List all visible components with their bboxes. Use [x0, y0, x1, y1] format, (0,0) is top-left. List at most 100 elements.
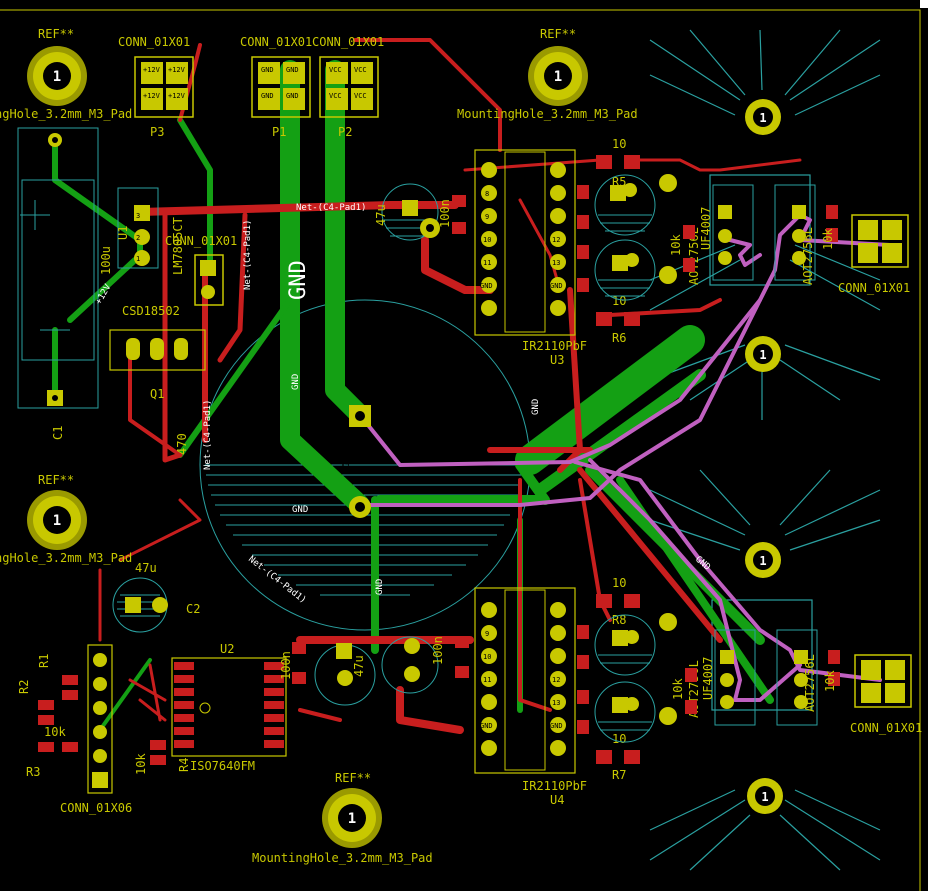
- mounting-hole-ref: REF**: [540, 27, 576, 41]
- mosfet-top-right[interactable]: AOT2756L 10k: [774, 184, 838, 285]
- resistor-r7[interactable]: 10 R7: [596, 732, 640, 782]
- capacitor-c2[interactable]: 47u C2: [112, 561, 200, 633]
- u1-value: LM7805CT: [171, 217, 185, 275]
- svg-text:100n: 100n: [438, 199, 452, 228]
- capacitor-47u-bottom[interactable]: 47u: [314, 643, 376, 706]
- net-label-c4-vertical: Net-(C4-Pad1): [243, 220, 253, 290]
- svg-text:VCC: VCC: [354, 92, 367, 100]
- label-470: 470: [175, 433, 189, 455]
- svg-text:R1: R1: [37, 654, 51, 668]
- resistor-r5[interactable]: 10 R5: [596, 137, 640, 189]
- net-label-gnd: GND: [531, 399, 541, 415]
- svg-text:10: 10: [612, 294, 626, 308]
- svg-text:3: 3: [136, 212, 140, 220]
- svg-text:UF4007: UF4007: [699, 207, 713, 250]
- svg-text:R4: R4: [177, 758, 191, 772]
- svg-text:12: 12: [552, 676, 560, 684]
- svg-text:10k: 10k: [134, 753, 148, 775]
- svg-text:9: 9: [485, 213, 489, 221]
- ic-u2[interactable]: U2 ISO7640FM: [171, 642, 287, 773]
- q1-ref: Q1: [150, 387, 164, 401]
- svg-text:12: 12: [552, 236, 560, 244]
- mounting-hole-ref: REF**: [38, 473, 74, 487]
- heatsink-hole-4[interactable]: 1: [747, 778, 783, 814]
- connector-p1[interactable]: GND GND GND GND CONN_01X01 P1: [240, 35, 312, 139]
- connector-01x06[interactable]: CONN_01X06: [60, 644, 132, 815]
- svg-text:GND: GND: [286, 92, 299, 100]
- mounting-hole-ml[interactable]: 1 REF** ngHole_3.2mm_M3_Pad: [0, 473, 132, 565]
- resistor-r4[interactable]: R4 10k: [134, 740, 191, 775]
- mounting-hole-pad: 1: [53, 513, 61, 529]
- resistor-array-u3[interactable]: [577, 185, 589, 292]
- mounting-hole-bm[interactable]: 1 REF** MountingHole_3.2mm_M3_Pad: [252, 771, 433, 865]
- svg-text:1: 1: [759, 348, 766, 362]
- svg-text:AOT2756L: AOT2756L: [803, 654, 817, 712]
- svg-text:+12V: +12V: [168, 66, 186, 74]
- mosfet-bottom-right[interactable]: AOT2756L 10k: [776, 629, 840, 726]
- regulator-u1[interactable]: 3 2 1 LM7805CT U1: [116, 187, 185, 275]
- u3-value: IR2110PbF: [522, 339, 587, 353]
- q1-value: CSD18502: [122, 304, 180, 318]
- mounting-hole-tl[interactable]: 1 REF** ngHole_3.2mm_M3_Pad: [0, 27, 132, 121]
- resistor-r3[interactable]: 10k R3: [26, 725, 78, 779]
- resistor-r6[interactable]: 10 R6: [596, 294, 640, 345]
- heatsink-hole-1[interactable]: 1: [745, 99, 781, 135]
- capacitor-100n-bottom[interactable]: 100n: [381, 636, 469, 694]
- svg-text:10k: 10k: [671, 678, 685, 700]
- heatsink-hole-2[interactable]: 1: [745, 336, 781, 372]
- net-label-gnd-large: GND: [286, 260, 311, 300]
- connector-right-top[interactable]: CONN_01X01: [838, 214, 910, 295]
- heatsink-bottom: [649, 469, 881, 871]
- net-label-gnd: GND: [291, 374, 301, 390]
- resistor-r1[interactable]: R1: [37, 654, 78, 700]
- connector-ref: P1: [272, 125, 286, 139]
- capacitor-100n-top[interactable]: 100n: [420, 195, 466, 238]
- top-copper: [98, 38, 802, 734]
- mounting-hole-ref: REF**: [335, 771, 371, 785]
- diode-caps-bottom[interactable]: [594, 613, 677, 743]
- svg-text:13: 13: [552, 259, 560, 267]
- svg-text:10: 10: [483, 236, 491, 244]
- mounting-hole-ref: REF**: [38, 27, 74, 41]
- svg-text:8: 8: [485, 190, 489, 198]
- capacitor-c1[interactable]: 100u C1: [17, 127, 113, 440]
- svg-text:AOT2756L: AOT2756L: [801, 227, 815, 285]
- resistor-10k-bottom[interactable]: 10k: [671, 668, 697, 714]
- connector-value: CONN_01X01: [850, 721, 922, 735]
- c1-ref: C1: [51, 426, 65, 440]
- resistor-r2[interactable]: R2: [17, 680, 54, 725]
- heatsink-hole-3[interactable]: 1: [745, 542, 781, 578]
- svg-text:47u: 47u: [352, 655, 366, 677]
- ic-u3[interactable]: 8 9 10 11 GND 12 13 GND IR2110PbF U3: [474, 149, 587, 367]
- resistor-array-u4[interactable]: [577, 625, 589, 734]
- transistor-q1[interactable]: CSD18502 Q1: [109, 304, 206, 401]
- connector-mid[interactable]: CONN_01X01: [165, 234, 237, 306]
- net-label-c4-left: Net-(C4-Pad1): [203, 400, 213, 470]
- svg-text:+12V: +12V: [143, 92, 161, 100]
- svg-text:R3: R3: [26, 765, 40, 779]
- mounting-hole-value: MountingHole_3.2mm_M3_Pad: [252, 851, 433, 865]
- diode-caps-top[interactable]: [594, 174, 677, 301]
- connector-p3[interactable]: +12V +12V +12V +12V CONN_01X01 P3: [118, 35, 194, 139]
- u4-ref: U4: [550, 793, 564, 807]
- resistor-r8[interactable]: 10 R8: [596, 576, 640, 627]
- bulk-cap-pads[interactable]: 47u: [340, 405, 371, 518]
- svg-text:GND: GND: [550, 282, 563, 290]
- svg-text:1: 1: [759, 554, 766, 568]
- svg-text:GND: GND: [286, 66, 299, 74]
- net-label-gnd: GND: [292, 505, 308, 515]
- connector-value: CONN_01X01: [118, 35, 190, 49]
- svg-text:R7: R7: [612, 768, 626, 782]
- svg-text:10: 10: [612, 137, 626, 151]
- svg-text:47u: 47u: [374, 204, 388, 226]
- u3-ref: U3: [550, 353, 564, 367]
- connector-right-bottom[interactable]: CONN_01X01: [850, 654, 922, 735]
- board-edge: [0, 9, 921, 891]
- resistor-10k-top[interactable]: 10k: [669, 225, 695, 272]
- capacitor-100n-u2[interactable]: 100n: [279, 642, 306, 684]
- mounting-hole-tr[interactable]: 1 REF** MountingHole_3.2mm_M3_Pad: [457, 27, 638, 121]
- mounting-hole-pad: 1: [554, 69, 562, 85]
- connector-p2[interactable]: VCC VCC VCC VCC CONN_01X01 P2: [312, 35, 384, 139]
- ic-u4[interactable]: 9 10 11 GND 12 13 GND IR2110PbF U4: [474, 587, 587, 807]
